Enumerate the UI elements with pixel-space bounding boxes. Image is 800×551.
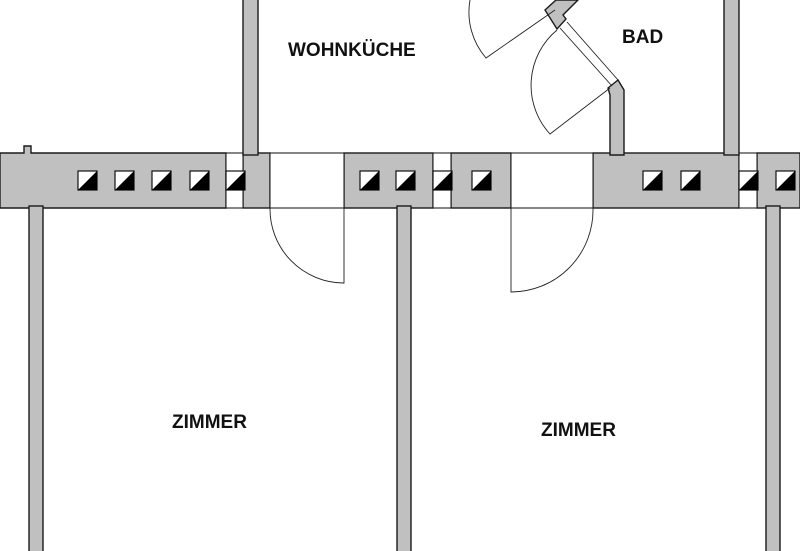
wall-bad-top <box>544 0 579 31</box>
vent-fill <box>115 171 134 190</box>
vent-fill <box>226 171 245 190</box>
vent-fill <box>643 171 662 190</box>
wall-zimmer-divider <box>396 205 412 551</box>
wall-segment-pillar <box>242 152 271 209</box>
wall-segment-left <box>0 145 227 209</box>
wall-zimmer-1-left <box>28 205 44 551</box>
vent-fill <box>152 171 171 190</box>
door-swing-zimmer-2 <box>510 207 594 293</box>
vent-fill <box>776 171 795 190</box>
vent-fill <box>78 171 97 190</box>
room-label-wohnkueche: WOHNKÜCHE <box>288 40 416 61</box>
door-swing-wohnkueche <box>468 0 556 59</box>
wall-wohnkueche-left <box>242 0 259 156</box>
door-opening-zimmer-2 <box>510 152 594 209</box>
vent-fill <box>472 171 491 190</box>
door-swing-bad <box>530 29 611 135</box>
vent-fill <box>681 171 700 190</box>
wall-bad-glass <box>559 21 619 87</box>
vent-fill <box>739 171 758 190</box>
wall-bad-right <box>723 0 740 156</box>
wall-zimmer-2-right <box>765 205 781 551</box>
room-label-bad: BAD <box>622 27 663 48</box>
vent-fill <box>190 171 209 190</box>
wall-segment-middle <box>343 152 434 209</box>
room-label-zimmer-2: ZIMMER <box>541 420 616 441</box>
vent-fill <box>433 171 452 190</box>
wall-segment-right <box>592 152 740 209</box>
room-label-zimmer-1: ZIMMER <box>172 412 247 433</box>
door-swing-zimmer-1 <box>269 207 345 284</box>
corridor-wall <box>0 145 800 209</box>
vent-fill <box>396 171 415 190</box>
wall-bad-diagonal-end <box>607 78 625 156</box>
vent-symbols <box>77 170 796 191</box>
vent-fill <box>360 171 379 190</box>
door-opening-zimmer-1 <box>269 152 345 209</box>
